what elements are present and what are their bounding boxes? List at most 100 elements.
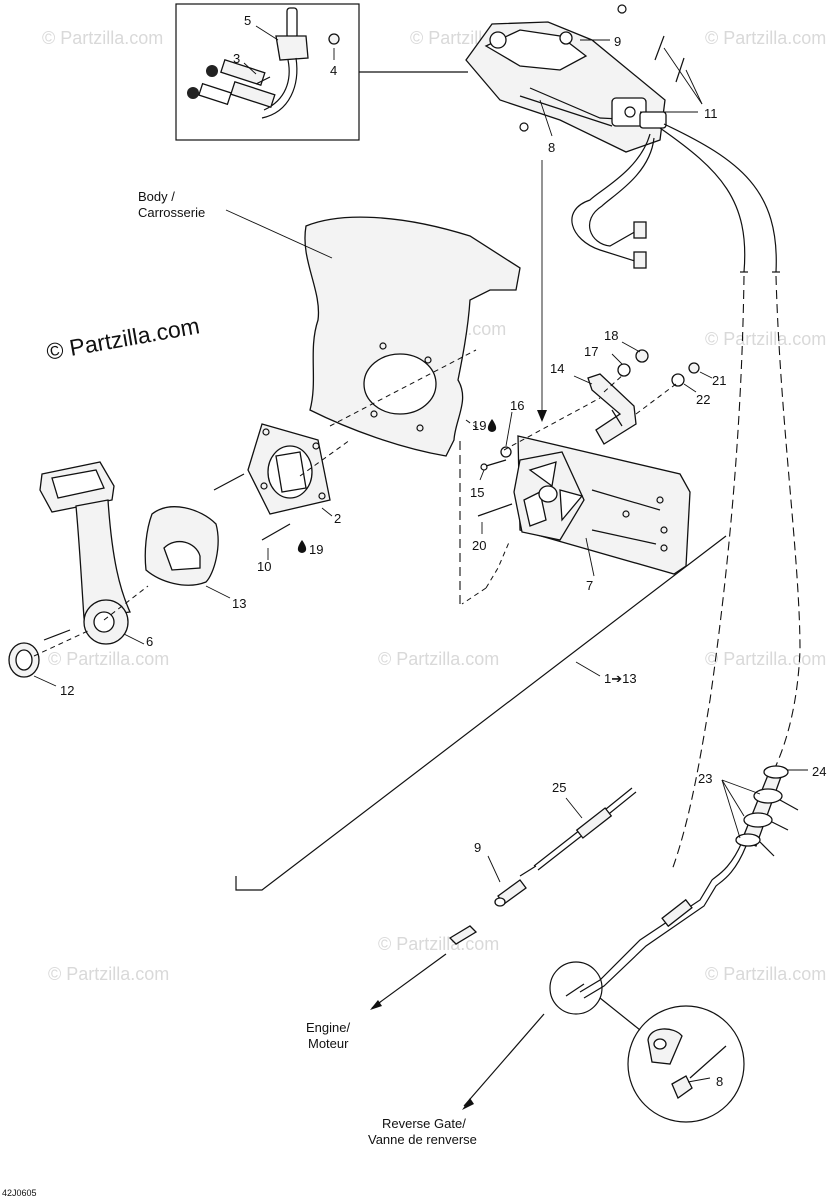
- callout-19: 19: [472, 418, 486, 433]
- screw-20: [477, 503, 513, 517]
- watermark: © Partzilla.com: [48, 649, 169, 669]
- callout-18: 18: [604, 328, 618, 343]
- handle-bore: [93, 611, 115, 633]
- connector: [230, 80, 276, 108]
- leader: [321, 507, 333, 517]
- callout-15: 15: [470, 485, 484, 500]
- screw: [43, 629, 71, 641]
- leader: [699, 371, 713, 379]
- handle-arm: [75, 499, 131, 619]
- callout-5: 5: [244, 13, 251, 28]
- leader: [721, 779, 761, 795]
- switch-inset: 5 3 4: [175, 3, 468, 141]
- engine-arrow: [371, 953, 447, 1009]
- callout-9: 9: [474, 840, 481, 855]
- rotor-hub: [538, 485, 558, 503]
- adapter-plate: 2 10 19: [213, 423, 351, 574]
- bezel: 13: [144, 506, 246, 611]
- watermark: © Partzilla.com: [378, 934, 499, 954]
- reverse-cable: [579, 841, 743, 993]
- watermark: © Partzilla.com: [42, 28, 163, 48]
- reverse-cable: [583, 845, 747, 999]
- connector: [633, 221, 647, 239]
- cable-fitting: [661, 898, 693, 928]
- watermark: © Partzilla.com: [705, 329, 826, 349]
- clip-tab: [779, 799, 799, 811]
- screw-15: [485, 459, 507, 467]
- hole: [660, 544, 668, 552]
- axis: [103, 585, 149, 621]
- detail-large-circle: [627, 1005, 745, 1123]
- leader: [663, 47, 703, 105]
- arrow-head: [537, 410, 547, 422]
- switch-body: [275, 35, 309, 61]
- bracket-edge: [611, 409, 623, 427]
- watermark: © Partzilla.com: [705, 649, 826, 669]
- callout-8: 8: [716, 1074, 723, 1089]
- connector: [633, 251, 647, 269]
- cable-dashed: [773, 275, 801, 771]
- cotter-pin: [689, 1045, 727, 1079]
- hole: [318, 492, 326, 500]
- callout-10: 10: [257, 559, 271, 574]
- bezel-opening: [163, 540, 201, 571]
- callout-20: 20: [472, 538, 486, 553]
- watermark: © Partzilla.com: [705, 28, 826, 48]
- wire-harness: [589, 137, 655, 247]
- leader: [685, 69, 703, 105]
- screw: [675, 57, 685, 83]
- hole: [370, 410, 378, 418]
- washer-17: [617, 363, 631, 377]
- screw-3: [255, 76, 271, 85]
- hole: [312, 442, 320, 450]
- wire-harness: [571, 133, 651, 263]
- throttle-assembly: 9 11 8: [465, 4, 777, 422]
- engine-label: Engine/: [306, 1020, 350, 1035]
- body-label: Body /: [138, 189, 175, 204]
- callout-21: 21: [712, 373, 726, 388]
- pivot: [489, 31, 507, 49]
- cable-clip: 9 Engine/ Moteur: [306, 840, 527, 1051]
- nut-4: [328, 33, 340, 45]
- leader: [575, 661, 601, 677]
- cable-end: [519, 865, 537, 877]
- body-panel: Body / Carrosserie: [138, 189, 521, 457]
- leader: [255, 25, 279, 41]
- leader: [505, 411, 513, 447]
- cable-end: [639, 111, 667, 129]
- leader: [565, 797, 583, 819]
- partzilla-watermark: © Partzilla.com: [44, 312, 201, 365]
- leader: [585, 537, 595, 577]
- hole: [424, 356, 432, 364]
- connector: [220, 58, 266, 86]
- group-bracket: 1➔13: [235, 535, 727, 891]
- nut-18: [635, 349, 649, 363]
- washer-16: [500, 446, 512, 458]
- clip-tab: [759, 841, 775, 857]
- grommet-24: [763, 765, 789, 779]
- hole: [379, 342, 387, 350]
- rotor-vane: [559, 489, 584, 522]
- oil-drop-icon: [487, 419, 497, 432]
- assembly-dashline: [465, 419, 481, 431]
- plate-slot: [275, 451, 307, 493]
- callout-1-13: 1➔13: [604, 671, 637, 686]
- switch-plunger: [286, 7, 298, 39]
- detail-cable: [565, 983, 585, 997]
- pivot: [559, 31, 573, 45]
- screw-head: [480, 463, 488, 471]
- leader: [683, 383, 697, 393]
- watermark: © Partzilla.com: [48, 964, 169, 984]
- axis: [299, 439, 351, 477]
- axis: [503, 397, 601, 451]
- clip: [617, 4, 627, 14]
- callout-22: 22: [696, 392, 710, 407]
- callout-16: 16: [510, 398, 524, 413]
- rotor-vane: [523, 491, 547, 527]
- grommet-23: [753, 788, 783, 804]
- washer: 12: [8, 629, 91, 698]
- screw-10: [261, 523, 291, 541]
- axis: [603, 373, 625, 393]
- bracket-14: [587, 373, 637, 445]
